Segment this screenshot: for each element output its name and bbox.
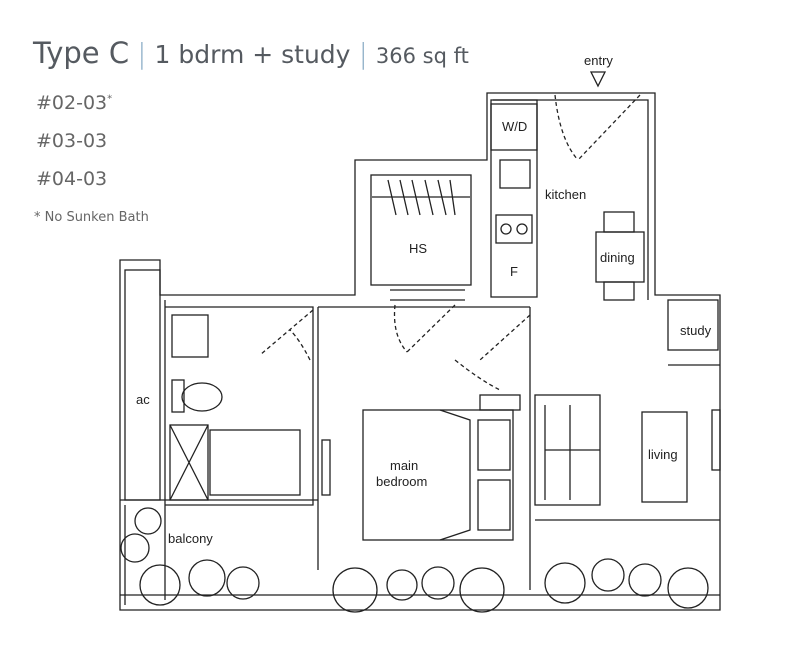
wd-unit bbox=[490, 103, 538, 151]
unit-type: Type C bbox=[33, 36, 130, 70]
coffee-table bbox=[641, 411, 688, 503]
separator: | bbox=[137, 37, 147, 70]
ac-ledge bbox=[124, 269, 161, 501]
unit-number: #04-03 bbox=[36, 168, 108, 190]
unit-layout: 1 bdrm + study bbox=[154, 40, 351, 69]
bed bbox=[362, 409, 514, 541]
label-bedroom: bedroom bbox=[376, 474, 427, 489]
label-wd: W/D bbox=[502, 119, 527, 134]
unit-list: #02-03* #03-03 #04-03 bbox=[36, 92, 112, 206]
kitchen-counter bbox=[490, 99, 538, 298]
entry-door bbox=[554, 94, 641, 161]
inner-wall bbox=[120, 99, 720, 600]
label-hs: HS bbox=[409, 241, 427, 256]
separator: | bbox=[358, 37, 368, 70]
entry-arrow-icon bbox=[589, 71, 607, 88]
unit-area: 366 sq ft bbox=[375, 44, 469, 68]
household-shelter bbox=[370, 174, 472, 286]
unit-number: #02-03* bbox=[36, 92, 113, 114]
label-entry: entry bbox=[584, 53, 613, 68]
hob bbox=[495, 214, 533, 244]
toilet bbox=[181, 382, 223, 412]
label-kitchen: kitchen bbox=[545, 187, 586, 202]
label-study: study bbox=[680, 323, 712, 338]
label-dining: dining bbox=[600, 250, 635, 265]
basin bbox=[171, 314, 209, 358]
label-balcony: balcony bbox=[168, 531, 213, 546]
label-fridge: F bbox=[510, 264, 518, 279]
unit-number: #03-03 bbox=[36, 130, 108, 152]
plan-title: Type C|1 bdrm + study|366 sq ft bbox=[33, 36, 469, 70]
planter-trees bbox=[120, 507, 709, 613]
study-desk bbox=[667, 299, 719, 351]
label-main: main bbox=[390, 458, 418, 473]
balcony-edge bbox=[120, 505, 720, 605]
shower bbox=[169, 424, 209, 501]
label-ac: ac bbox=[136, 392, 150, 407]
outer-wall bbox=[119, 92, 721, 611]
sink bbox=[499, 159, 531, 189]
footnote: * No Sunken Bath bbox=[34, 210, 149, 225]
label-living: living bbox=[648, 447, 678, 462]
